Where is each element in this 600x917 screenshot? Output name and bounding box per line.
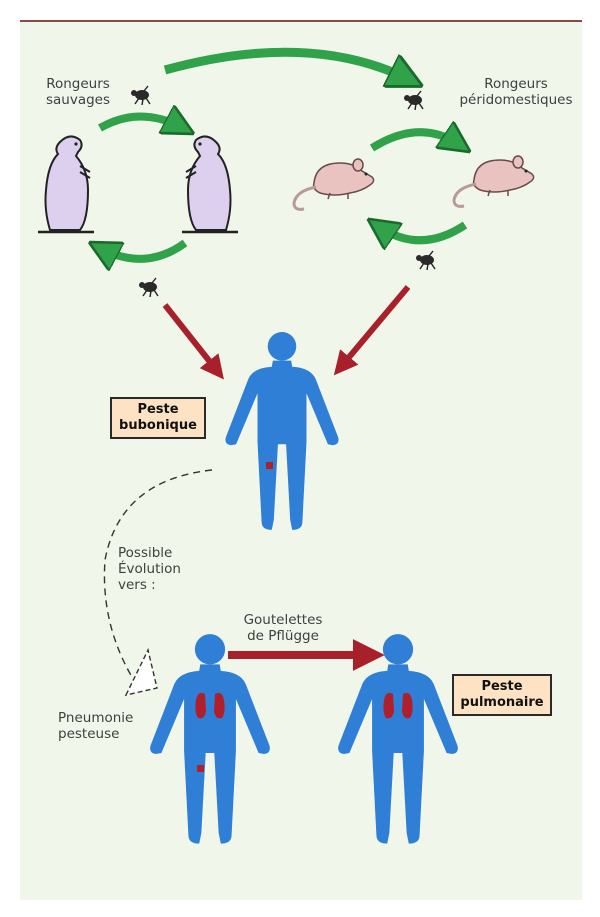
- lungs-mark: [195, 692, 225, 719]
- arrow-wild-to-human: [162, 303, 224, 380]
- human-figure-icon: [338, 634, 458, 844]
- flea-icon: [403, 90, 424, 111]
- flea-icon: [130, 85, 151, 106]
- arrow-wild-cycle-bottom: [100, 239, 188, 259]
- human-figure-icon: [150, 634, 270, 844]
- arrow-peri-to-human: [333, 285, 411, 376]
- top-rule: [20, 20, 582, 23]
- flea-icon: [415, 250, 436, 271]
- arrow-possible-evolution: [103, 469, 213, 691]
- human-figure-icon: [225, 332, 339, 530]
- rat-icon: [452, 154, 536, 208]
- arrow-peri-cycle-bottom: [378, 225, 468, 240]
- marmot-icon: [180, 135, 240, 234]
- bubo-mark: [266, 462, 273, 469]
- arrow-peri-cycle-top: [369, 132, 460, 148]
- bubo-mark: [197, 765, 204, 772]
- marmot-icon: [36, 135, 96, 234]
- rat-icon: [292, 157, 376, 211]
- evolution-arrowhead: [124, 647, 158, 697]
- arrow-wild-to-peri: [163, 47, 410, 80]
- lungs-mark: [383, 692, 413, 719]
- flea-icon: [138, 277, 159, 298]
- arrow-wild-cycle-top: [98, 117, 183, 129]
